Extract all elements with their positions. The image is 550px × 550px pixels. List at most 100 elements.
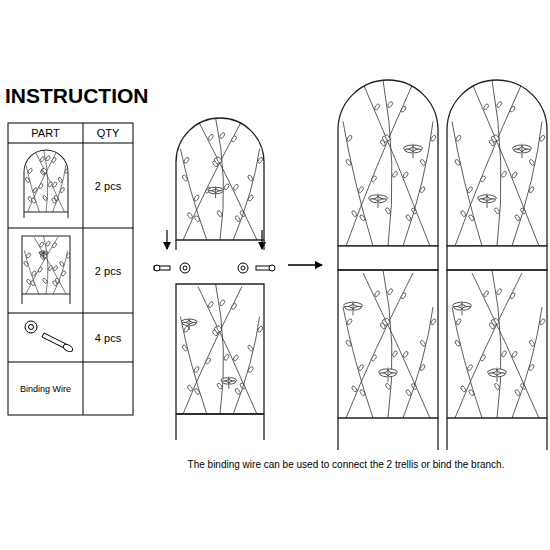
trellis-stroke bbox=[369, 198, 378, 203]
leaf bbox=[194, 388, 201, 395]
trellis-stroke bbox=[344, 306, 353, 311]
leaf bbox=[511, 351, 518, 358]
trellis-stroke bbox=[452, 122, 482, 247]
trellis-stroke bbox=[26, 237, 58, 294]
title: INSTRUCTION bbox=[5, 84, 149, 108]
trellis-stroke bbox=[26, 166, 39, 213]
trellis-stroke bbox=[512, 307, 542, 418]
leaf bbox=[345, 340, 352, 347]
leaf bbox=[420, 159, 427, 166]
trellis-stroke bbox=[180, 149, 206, 241]
leaf bbox=[384, 318, 391, 325]
leaf bbox=[233, 354, 240, 361]
leaf bbox=[182, 174, 189, 181]
dragonfly bbox=[221, 377, 238, 389]
leaf bbox=[400, 292, 407, 299]
leg bbox=[175, 414, 176, 440]
leaf bbox=[187, 212, 194, 219]
leaf bbox=[455, 135, 462, 142]
leaf bbox=[468, 389, 475, 396]
leaf bbox=[371, 175, 378, 182]
trellis-stroke bbox=[497, 372, 506, 377]
leaf bbox=[64, 168, 70, 174]
leaf bbox=[529, 159, 536, 166]
panel-frame bbox=[176, 118, 264, 240]
trellis-stroke bbox=[208, 190, 215, 194]
leaf bbox=[402, 171, 409, 178]
trellis-stroke bbox=[403, 122, 433, 247]
dragonfly bbox=[487, 368, 507, 382]
leaf bbox=[400, 105, 407, 112]
trellis-stroke bbox=[522, 148, 531, 153]
leaf bbox=[257, 157, 264, 164]
leaf bbox=[59, 187, 65, 193]
trellis-stroke bbox=[175, 240, 176, 250]
leaf bbox=[52, 280, 58, 286]
trellis-stroke bbox=[39, 253, 43, 256]
trellis-stroke bbox=[472, 83, 539, 246]
trellis-stroke bbox=[404, 148, 413, 153]
panel-frame bbox=[24, 150, 68, 212]
leaf bbox=[346, 135, 353, 142]
vines bbox=[23, 236, 71, 294]
leaf bbox=[38, 183, 44, 189]
leaf bbox=[52, 181, 58, 187]
joint-band bbox=[338, 246, 438, 270]
dragonfly bbox=[512, 144, 532, 158]
trellis-stroke bbox=[233, 317, 259, 415]
trellis-stroke bbox=[343, 122, 373, 247]
trellis-stroke bbox=[34, 237, 66, 294]
leaf bbox=[30, 280, 36, 286]
leaf bbox=[257, 326, 264, 333]
leaf bbox=[460, 210, 467, 217]
leaf bbox=[387, 288, 394, 295]
leaf bbox=[47, 181, 53, 187]
leaf bbox=[539, 135, 546, 142]
leaf bbox=[402, 351, 409, 358]
leaf bbox=[193, 366, 200, 373]
leaf bbox=[57, 177, 63, 183]
vines bbox=[343, 80, 437, 246]
leaf bbox=[53, 265, 59, 271]
joint-band bbox=[447, 246, 547, 270]
leaf bbox=[385, 383, 392, 390]
trellis-stroke bbox=[346, 83, 413, 246]
leaf bbox=[51, 197, 57, 203]
trellis-stroke bbox=[363, 273, 430, 418]
leaf bbox=[61, 270, 67, 276]
trellis-stroke bbox=[198, 287, 257, 414]
leaf bbox=[371, 354, 378, 361]
leaf bbox=[345, 159, 352, 166]
panel-frame bbox=[338, 270, 438, 418]
leaf bbox=[187, 385, 194, 392]
leaf bbox=[32, 187, 38, 193]
leaf bbox=[346, 318, 353, 325]
leaf bbox=[467, 186, 474, 193]
leaf bbox=[419, 186, 426, 193]
trellis-stroke bbox=[512, 122, 542, 247]
leaf bbox=[374, 290, 381, 297]
quantity: 4 pcs bbox=[95, 332, 121, 344]
vines bbox=[25, 150, 70, 212]
leaf bbox=[42, 278, 48, 284]
leg bbox=[23, 212, 24, 218]
leaf bbox=[430, 318, 437, 325]
trellis-stroke bbox=[28, 151, 57, 212]
trellis-stroke bbox=[53, 166, 66, 213]
trellis-stroke bbox=[43, 253, 47, 256]
leaf bbox=[231, 135, 238, 142]
quantity: 2 pcs bbox=[95, 180, 121, 192]
leaf bbox=[247, 174, 254, 181]
leaf bbox=[480, 175, 487, 182]
leaf bbox=[205, 357, 212, 364]
leaf bbox=[31, 270, 37, 276]
leaf bbox=[183, 157, 190, 164]
leaf bbox=[455, 318, 462, 325]
leaf bbox=[514, 214, 521, 221]
leaf bbox=[358, 364, 365, 371]
leaf bbox=[45, 241, 51, 247]
leaf bbox=[384, 134, 391, 141]
trellis-stroke bbox=[378, 198, 387, 203]
leaf bbox=[392, 171, 399, 178]
leaf bbox=[460, 385, 467, 392]
